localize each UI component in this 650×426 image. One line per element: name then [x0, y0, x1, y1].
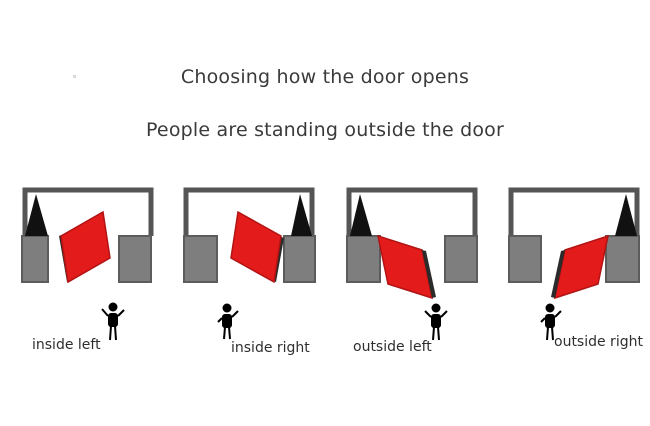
- right-wall: [283, 235, 316, 283]
- door-panel: [377, 234, 433, 300]
- hinge-shadow: [25, 194, 48, 236]
- left-wall: [183, 235, 218, 283]
- person-icon: [424, 303, 448, 341]
- hinge-shadow: [615, 194, 637, 236]
- door-edge: [551, 250, 565, 298]
- diagram-subtitle: People are standing outside the door: [145, 119, 505, 141]
- caption-inside-left: inside left: [32, 337, 101, 353]
- hinge-shadow: [291, 194, 312, 236]
- left-wall: [508, 235, 542, 283]
- panel-inside-right: inside right: [183, 187, 316, 356]
- room-outline: [183, 187, 315, 236]
- right-wall: [605, 235, 640, 283]
- person-icon: [217, 303, 239, 340]
- caption-outside-right: outside right: [554, 334, 643, 350]
- door-panel: [60, 210, 111, 284]
- door-panel: [554, 234, 609, 300]
- person-icon: [540, 303, 562, 341]
- room-outline: [22, 187, 154, 236]
- panel-outside-right: outside right: [508, 187, 643, 350]
- diagram-title: Choosing how the door opens: [180, 66, 470, 88]
- left-wall: [21, 235, 49, 283]
- hinge-shadow: [350, 194, 372, 236]
- left-wall: [346, 235, 381, 283]
- panel-inside-left: inside left: [21, 187, 154, 353]
- panel-outside-left: outside left: [346, 187, 478, 355]
- right-wall: [118, 235, 152, 283]
- room-outline: [508, 187, 640, 236]
- door-panel: [230, 210, 282, 284]
- person-icon: [101, 302, 125, 341]
- caption-inside-right: inside right: [231, 340, 310, 356]
- caption-outside-left: outside left: [353, 339, 432, 355]
- door-edge: [422, 250, 436, 298]
- stray-dot: [73, 75, 76, 78]
- room-outline: [346, 187, 478, 236]
- right-wall: [444, 235, 478, 283]
